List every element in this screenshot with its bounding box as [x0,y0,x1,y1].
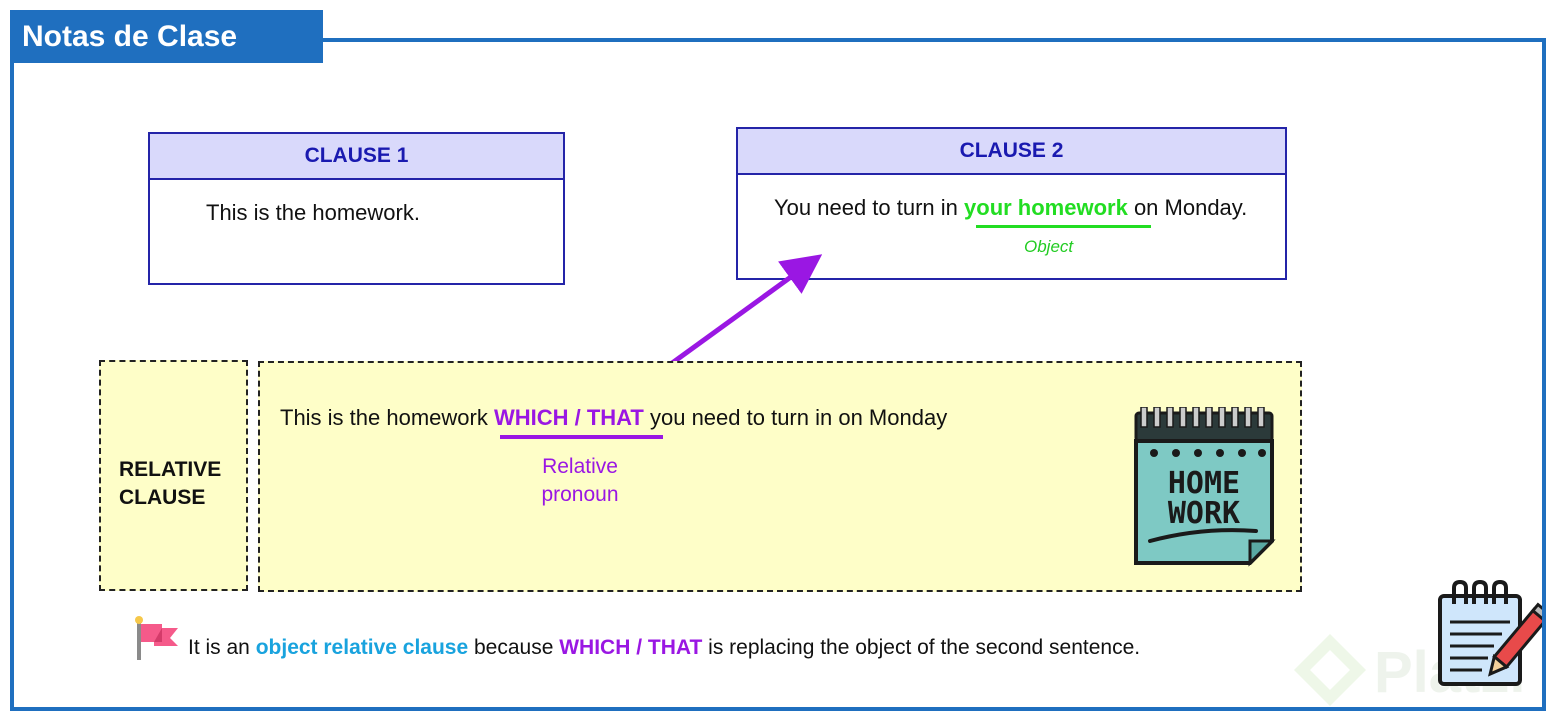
clause-2-text-before: You need to turn in [774,195,965,220]
homework-text-line1: HOME [1168,466,1240,501]
content-frame [10,38,1546,711]
relative-clause-box: This is the homework WHICH / THAT you ne… [258,361,1302,592]
clause-2-box: CLAUSE 2 You need to turn in your homewo… [736,127,1287,280]
clause-1-heading: CLAUSE 1 [150,134,563,180]
relative-clause-label-box: RELATIVE CLAUSE [99,360,248,591]
object-label: Object [1024,237,1074,256]
clause-1-text: This is the homework. [206,200,420,225]
object-underline [976,225,1151,228]
explanation-note: It is an object relative clause because … [188,636,1141,659]
flag-icon [135,616,178,660]
homework-calendar-icon: HOME WORK [1134,407,1276,567]
relative-clause-label: RELATIVE CLAUSE [119,458,222,509]
relative-pronoun-label: Relative pronoun [541,455,619,506]
clause-1-box: CLAUSE 1 This is the homework. [148,132,565,285]
notepad-pencil-icon [1438,579,1542,686]
relative-pronoun: WHICH / THAT [493,405,644,430]
clause-2-text: You need to turn in your homework on Mon… [774,195,1247,221]
pronoun-underline [500,435,663,439]
note-highlight-pronoun: WHICH / THAT [559,636,703,659]
homework-text-line2: WORK [1168,496,1240,531]
page-title: Notas de Clase [10,10,323,63]
note-highlight-object-relative-clause: object relative clause [255,636,469,659]
object-highlight: your homework [964,195,1128,220]
clause-2-heading: CLAUSE 2 [738,129,1285,175]
relative-sentence: This is the homework WHICH / THAT you ne… [280,405,948,430]
clause-2-text-after: on Monday. [1127,195,1248,220]
